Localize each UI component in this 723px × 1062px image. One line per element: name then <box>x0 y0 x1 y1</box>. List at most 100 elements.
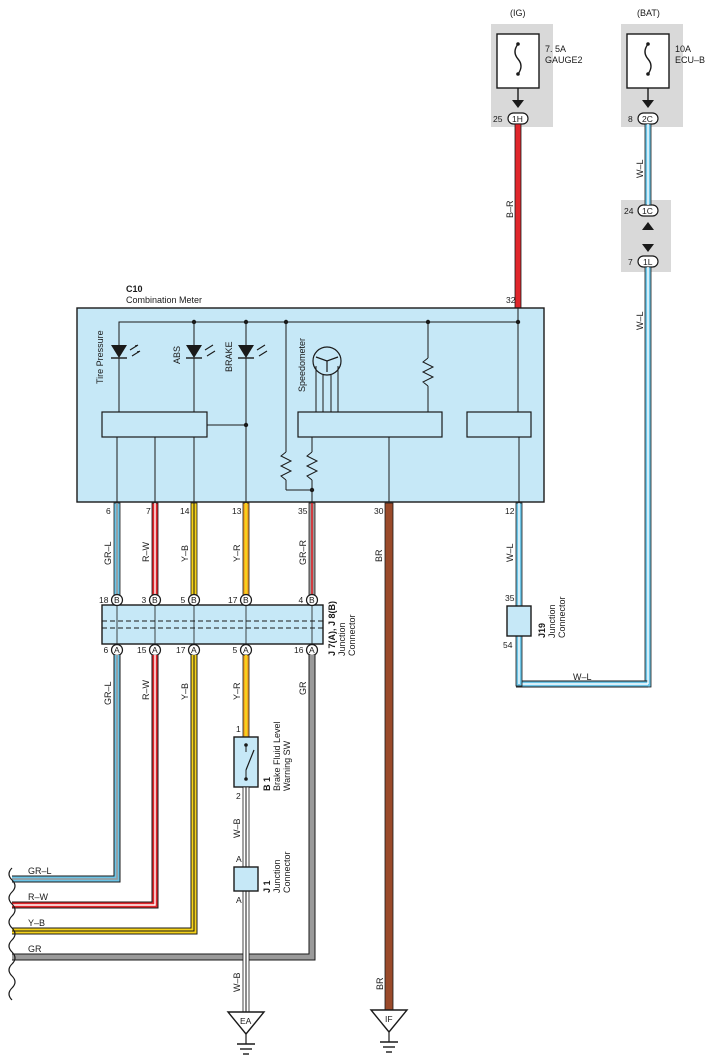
wire-w-l-bottom-label: W–L <box>573 672 592 682</box>
brake-sw-code: B 1 <box>262 777 272 791</box>
lamp-brake-label: BRAKE <box>224 341 234 372</box>
meter-pin-32: 32 <box>506 295 516 305</box>
wire-gr-l-upper <box>113 502 121 596</box>
bat-branch-conn-b: 1L <box>643 257 653 267</box>
fuse-bat-rating: 10A <box>675 44 691 54</box>
junction-code: J 7(A), J 8(B) <box>327 601 337 656</box>
brake-sw-pin-bottom: 2 <box>236 791 241 801</box>
fuse-ig-rating: 7. 5A <box>545 44 566 54</box>
fuse-bat-connector: 2C <box>642 114 653 124</box>
j19-name-1: Junction <box>547 604 557 638</box>
fuse-ig-connector: 1H <box>512 114 523 124</box>
speedometer-icon <box>312 346 342 412</box>
junction-connector-j7-j8 <box>101 604 324 645</box>
junction-bottom-pin-letter: A <box>243 645 249 655</box>
bat-branch-pin-b: 7 <box>628 257 633 267</box>
bus-label-y-b: Y–B <box>28 918 45 928</box>
j19-pin-bottom: 54 <box>503 640 513 650</box>
junction-top-pin-circle <box>305 593 319 607</box>
j1-name-2: Connector <box>282 851 292 893</box>
junction-top-pin-circle <box>148 593 162 607</box>
junction-top-pin-letter: B <box>191 595 197 605</box>
j1-code: J 1 <box>262 880 272 893</box>
meter-ic-right <box>466 411 532 438</box>
lamp-tire-pressure-label: Tire Pressure <box>95 330 105 384</box>
meter-pin-30: 30 <box>374 506 384 516</box>
wire-label-y-r-upper: Y–R <box>232 544 242 562</box>
junction-bottom-pin-letter: A <box>114 645 120 655</box>
j1-name-1: Junction <box>272 859 282 893</box>
wire-w-l-meter <box>515 502 523 607</box>
brake-sw-name-2: Warning SW <box>282 740 292 791</box>
wire-b-r-top <box>514 123 522 311</box>
wire-y-r-lower <box>242 654 250 738</box>
wire-b-r-top-label: B–R <box>505 200 515 218</box>
wire-label-gr-l-lower: GR–L <box>103 681 113 705</box>
wire-w-l-top-label: W–L <box>635 159 645 178</box>
wire-w-b <box>242 786 250 1013</box>
wire-br <box>384 502 394 1011</box>
meter-pin-6: 6 <box>106 506 111 516</box>
wire-label-r-w-lower: R–W <box>141 679 151 700</box>
ground-if-label: IF <box>385 1014 393 1024</box>
wire-gr-l-lower <box>12 655 121 883</box>
wire-label-gr-r-upper: GR–R <box>298 539 308 565</box>
junction-connector-j19 <box>506 605 532 637</box>
junction-top-pin-number: 18 <box>99 595 109 605</box>
wire-y-b-lower <box>12 655 198 935</box>
junction-top-pin-circle <box>187 593 201 607</box>
wire-label-w-b-1: W–B <box>232 818 242 838</box>
bat-branch-conn-a: 1C <box>642 206 653 216</box>
fuse-ig-source: (IG) <box>510 8 526 18</box>
junction-bottom-pin-number: 16 <box>294 645 304 655</box>
meter-pin-7: 7 <box>146 506 151 516</box>
junction-top-pin-number: 3 <box>142 595 147 605</box>
ground-ea-label: EA <box>240 1016 252 1026</box>
brake-led-icon <box>238 322 268 502</box>
junction-connector-j1 <box>233 866 259 892</box>
lamp-abs-label: ABS <box>172 346 182 364</box>
meter-ic-middle <box>297 411 443 438</box>
wire-label-w-l-upper: W–L <box>505 543 515 562</box>
resistor-icon <box>421 322 435 412</box>
meter-pin-35: 35 <box>298 506 308 516</box>
junction-bottom-pin-number: 5 <box>233 645 238 655</box>
fuse-bat-name: ECU–B <box>675 55 705 65</box>
junction-top-pin-number: 4 <box>299 595 304 605</box>
j19-pin-top: 35 <box>505 593 515 603</box>
fuse-ig-name: GAUGE2 <box>545 55 583 65</box>
tire-pressure-led-icon <box>111 322 141 412</box>
junction-bottom-pin-number: 6 <box>104 645 109 655</box>
wire-w-l-bat <box>515 123 652 688</box>
bus-label-gr-l: GR–L <box>28 866 52 876</box>
junction-bottom-pin-number: 15 <box>137 645 147 655</box>
bus-label-gr: GR <box>28 944 42 954</box>
wire-label-gr-lower: GR <box>298 681 308 695</box>
junction-bottom-pin-letter: A <box>152 645 158 655</box>
j1-pin-top: A <box>236 854 242 864</box>
wire-label-br-upper: BR <box>374 549 384 562</box>
wire-label-r-w-upper: R–W <box>141 541 151 562</box>
bat-branch-pin-a: 24 <box>624 206 634 216</box>
meter-pin-14: 14 <box>180 506 190 516</box>
junction-top-pin-circle <box>239 593 253 607</box>
junction-bottom-pin-letter: A <box>191 645 197 655</box>
fuse-bat-source: (BAT) <box>637 8 660 18</box>
brake-fluid-switch <box>233 736 259 788</box>
junction-top-pin-letter: B <box>243 595 249 605</box>
wire-label-y-b-upper: Y–B <box>180 545 190 562</box>
junction-bottom-pin-letter: A <box>309 645 315 655</box>
meter-name: Combination Meter <box>126 295 202 305</box>
wire-y-b-upper <box>190 502 198 596</box>
wire-label-gr-l-upper: GR–L <box>103 541 113 565</box>
junction-bottom-pin-number: 17 <box>176 645 186 655</box>
junction-top-pin-letter: B <box>309 595 315 605</box>
junction-top-pin-circle <box>110 593 124 607</box>
brake-sw-pin-top: 1 <box>236 724 241 734</box>
wire-label-br-lower: BR <box>375 977 385 990</box>
gauge-speedometer-label: Speedometer <box>297 338 307 392</box>
j1-pin-bottom: A <box>236 895 242 905</box>
brake-sw-name-1: Brake Fluid Level <box>272 721 282 791</box>
wire-gr-r-upper <box>308 502 316 596</box>
